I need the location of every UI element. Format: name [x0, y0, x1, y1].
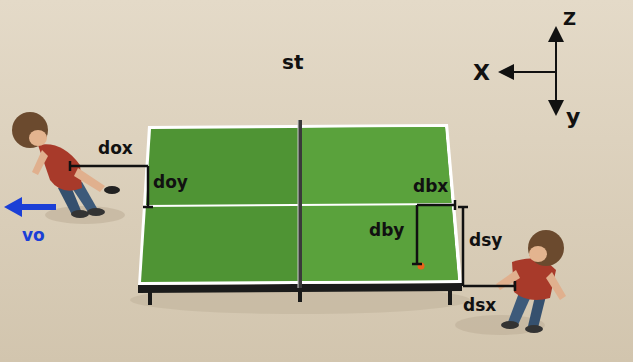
state-label: st: [282, 52, 303, 72]
axis-label: y: [566, 106, 580, 128]
axes: [502, 30, 556, 112]
dimension-lines: [70, 161, 515, 291]
dimension-label: doy: [153, 174, 188, 191]
right-player: [496, 230, 566, 333]
dimension-label: dbx: [413, 178, 448, 195]
dimension-label: dox: [98, 140, 133, 157]
axis-label: Z: [563, 10, 576, 28]
dimension-label: dsy: [469, 232, 502, 249]
axis-label: X: [473, 62, 490, 84]
dimension-label: dsx: [463, 297, 496, 314]
velocity-label: vo: [22, 227, 45, 244]
dimension-label: dby: [369, 222, 404, 239]
